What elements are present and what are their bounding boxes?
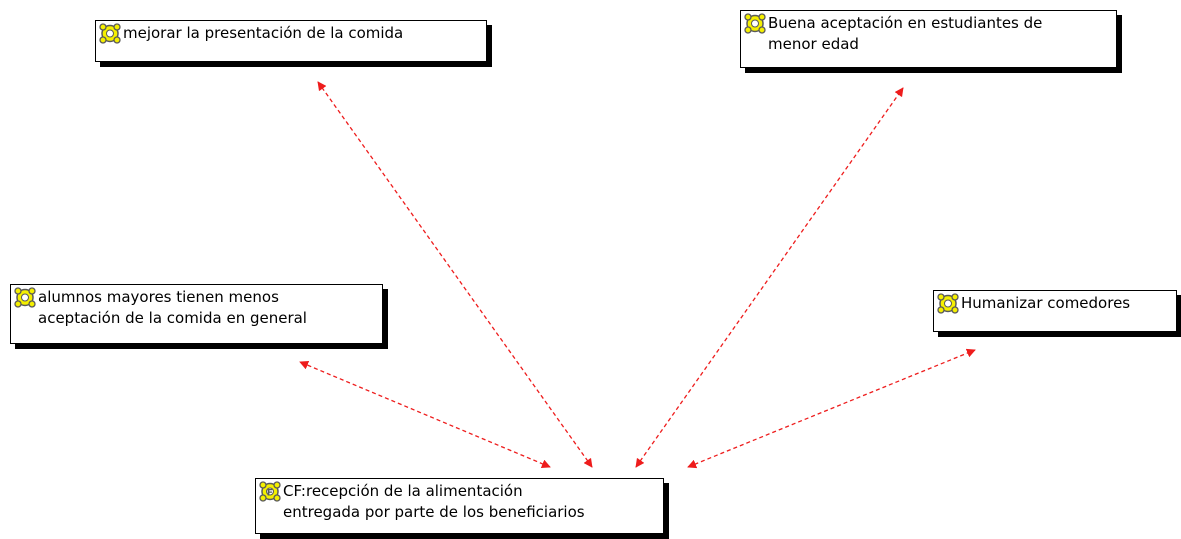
code-quotation-icon bbox=[99, 23, 121, 44]
code-family-node-cf-recepcion[interactable]: F CF:recepción de la alimentación entreg… bbox=[255, 478, 664, 534]
node-label: alumnos mayores tienen menos aceptación … bbox=[38, 288, 307, 327]
node-label: mejorar la presentación de la comida bbox=[123, 24, 404, 42]
node-label: Humanizar comedores bbox=[961, 294, 1131, 312]
node-label: CF:recepción de la alimentación entregad… bbox=[283, 482, 585, 521]
code-quotation-icon bbox=[937, 293, 959, 314]
quotation-node-aceptacion-menor[interactable]: Buena aceptación en estudiantes de menor… bbox=[740, 10, 1117, 68]
code-quotation-icon bbox=[744, 13, 766, 34]
node-label: Buena aceptación en estudiantes de menor… bbox=[768, 14, 1043, 53]
code-family-icon: F bbox=[259, 481, 281, 502]
link-cf_recepcion-humanizar[interactable] bbox=[687, 348, 976, 469]
quotation-node-presentacion[interactable]: mejorar la presentación de la comida bbox=[95, 20, 487, 62]
svg-text:F: F bbox=[267, 489, 273, 499]
quotation-node-alumnos-mayores[interactable]: alumnos mayores tienen menos aceptación … bbox=[10, 284, 383, 344]
link-cf_recepcion-presentacion[interactable] bbox=[317, 81, 593, 468]
link-cf_recepcion-aceptacion_menor[interactable] bbox=[635, 87, 904, 468]
quotation-node-humanizar[interactable]: Humanizar comedores bbox=[933, 290, 1177, 332]
link-cf_recepcion-alumnos_mayores[interactable] bbox=[299, 360, 551, 469]
code-quotation-icon bbox=[14, 287, 36, 308]
